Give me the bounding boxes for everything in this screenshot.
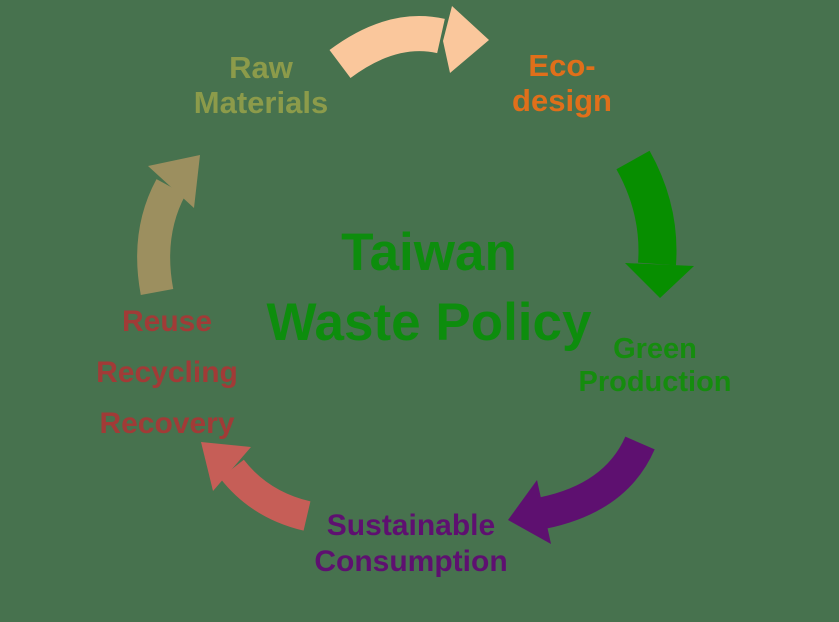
arrow-recovery-to-raw-body (137, 179, 186, 296)
node-green-production: Green Production (578, 333, 732, 398)
arrow-ecodesign-to-greenproduction-body (616, 150, 677, 266)
arrow-raw-to-ecodesign (329, 6, 489, 79)
arrow-sustainable-to-recovery-body (220, 459, 311, 531)
arrow-recovery-to-raw-head (148, 155, 200, 208)
arrow-sustainable-to-recovery-head (201, 442, 251, 491)
arrow-raw-to-ecodesign-body (329, 16, 445, 79)
node-eco-design: Eco- design (512, 48, 612, 119)
arrow-ecodesign-to-greenproduction (616, 150, 694, 298)
arrow-recovery-to-raw (137, 155, 200, 296)
arrow-ecodesign-to-greenproduction-head (625, 263, 694, 298)
arrow-raw-to-ecodesign-head (443, 6, 489, 73)
diagram-title: Taiwan Waste Policy (266, 223, 592, 352)
arrow-sustainable-to-recovery (201, 442, 311, 531)
node-reuse-recycling-recovery: Reuse Recycling Recovery (96, 305, 238, 440)
node-sustainable-consumption: Sustainable Consumption (314, 509, 508, 578)
node-raw-materials: Raw Materials (193, 50, 329, 121)
arrow-greenproduction-to-sustainable (508, 436, 655, 544)
arrow-greenproduction-to-sustainable-body (539, 436, 655, 529)
arrow-greenproduction-to-sustainable-head (508, 480, 551, 544)
